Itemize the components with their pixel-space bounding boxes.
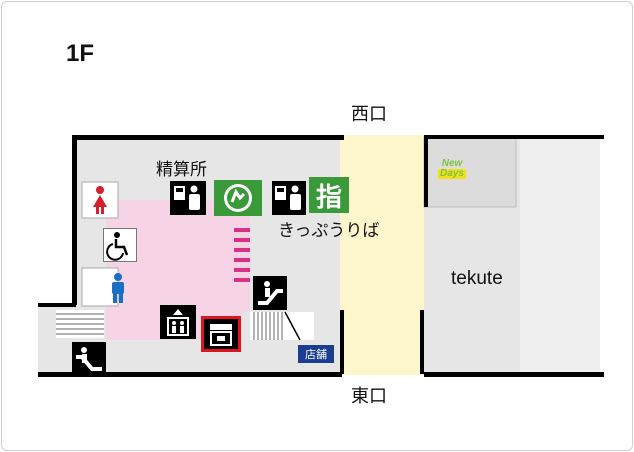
escalator-down-icon	[72, 342, 106, 376]
accessible-restroom-icon	[103, 228, 137, 262]
fare-adjustment-label: 精算所	[156, 160, 207, 180]
newdays-logo-line1: New	[441, 158, 463, 169]
east-exit-label: 東口	[351, 386, 387, 407]
newdays-logo-line2: Days	[438, 168, 466, 179]
west-exit-label: 西口	[351, 104, 387, 125]
escalator-up-icon	[253, 276, 287, 310]
ticket-machine-icon	[272, 181, 306, 215]
stairs-center	[250, 311, 314, 341]
ticket-office-label: きっぷうりば	[278, 221, 380, 241]
stair-stripes	[234, 228, 250, 282]
fare-adjustment-machine-icon	[170, 181, 206, 215]
central-passage	[340, 135, 424, 375]
coin-locker-icon	[201, 316, 241, 352]
shop-sign: 店舗	[298, 345, 334, 363]
right-fade	[520, 137, 600, 373]
mens-restroom-icon	[106, 272, 130, 304]
reserved-seat-icon: 指	[309, 177, 349, 213]
floor-label: 1F	[66, 40, 95, 67]
tekute-label: tekute	[451, 268, 503, 289]
newdays-logo: New Days	[432, 154, 472, 184]
elevator-icon	[160, 305, 196, 339]
walls	[38, 135, 604, 377]
green-ticket-machine-icon	[214, 180, 262, 216]
womens-restroom-icon	[88, 185, 112, 215]
ticket-area	[106, 200, 250, 340]
stairs-left	[56, 310, 104, 338]
